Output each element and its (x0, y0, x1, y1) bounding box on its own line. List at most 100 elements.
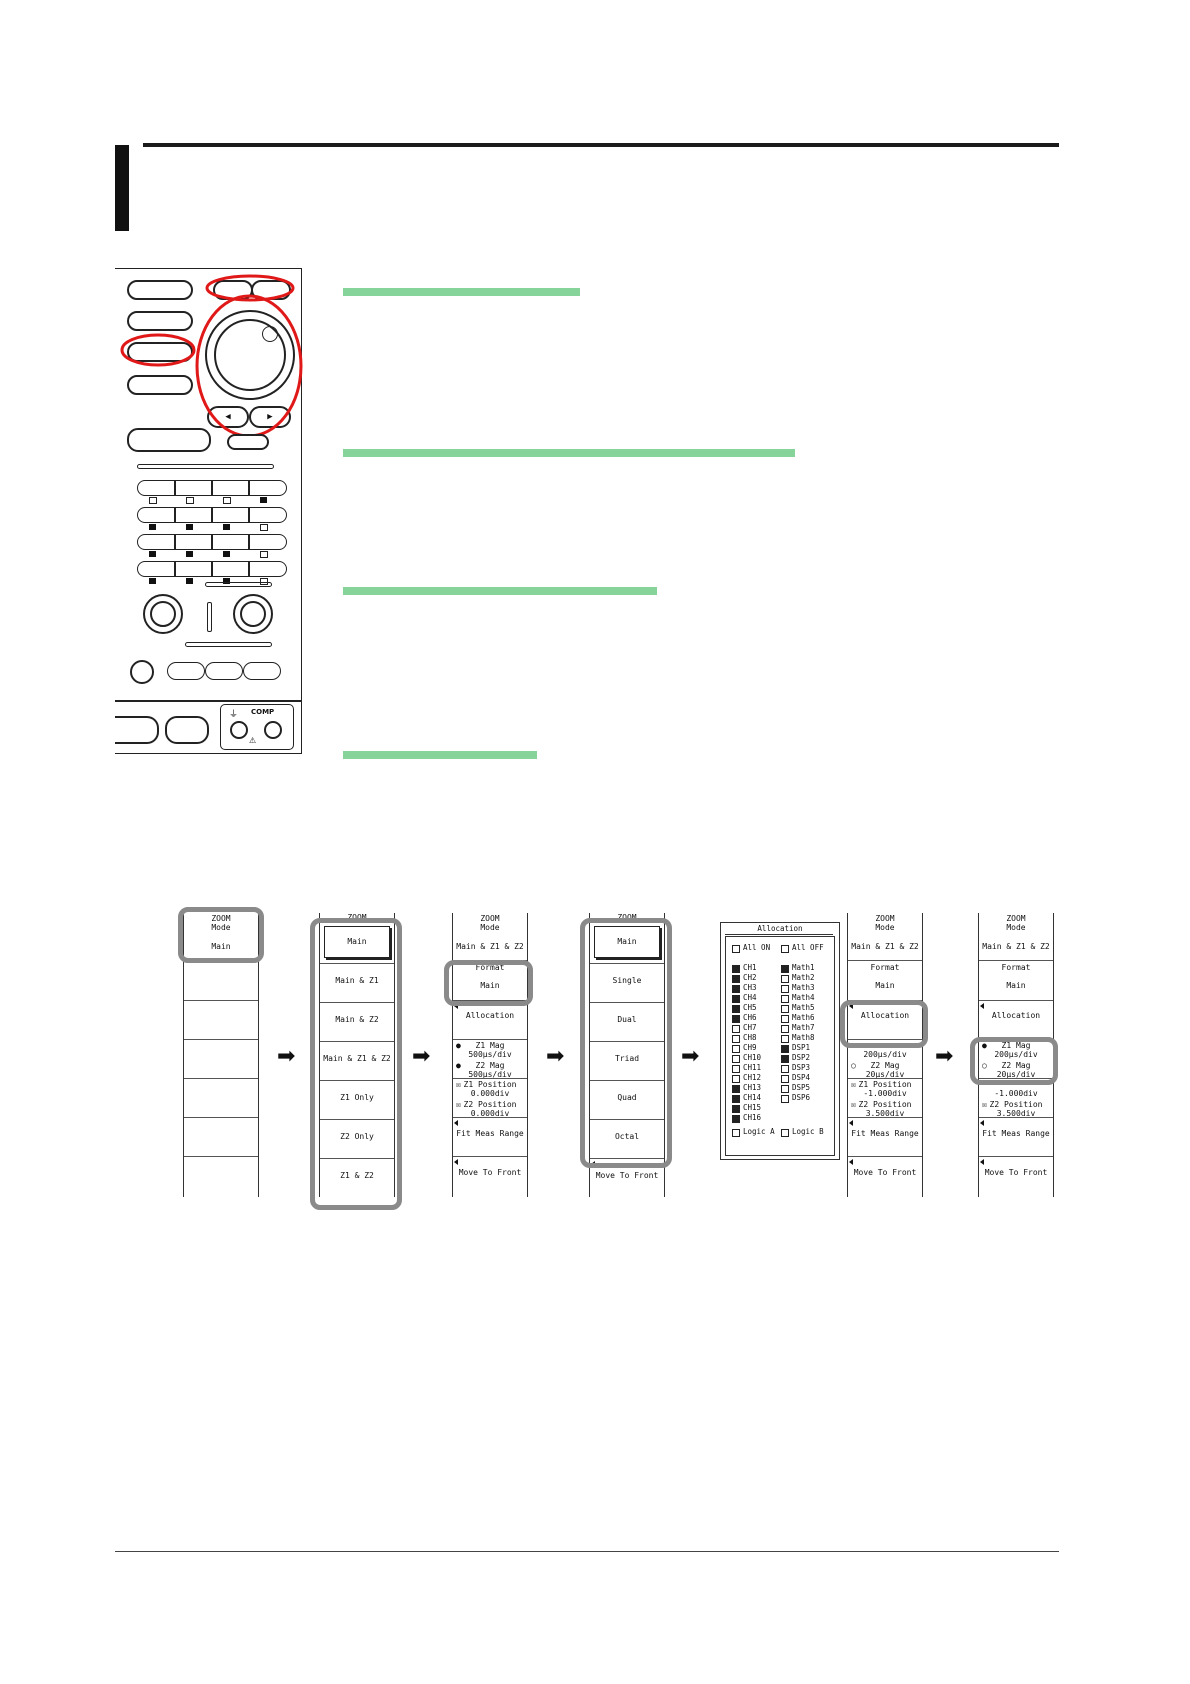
channel-checkbox[interactable] (732, 1085, 740, 1093)
z1-mag-radio[interactable]: ● (456, 1041, 461, 1050)
all-off-checkbox[interactable] (781, 945, 789, 953)
mode-option-main-z1-z2[interactable]: Main & Z1 & Z2 (323, 1054, 391, 1063)
math-label[interactable]: DSP3 (792, 1063, 811, 1072)
math-label[interactable]: Math2 (792, 973, 815, 982)
math-label[interactable]: Math6 (792, 1013, 815, 1022)
mode-value[interactable]: Main & Z1 & Z2 (851, 942, 919, 951)
mode-value[interactable]: Main (211, 942, 231, 951)
format-option-triad[interactable]: Triad (614, 1054, 640, 1063)
channel-label[interactable]: CH15 (743, 1103, 762, 1112)
math-checkbox[interactable] (781, 1075, 789, 1083)
channel-label[interactable]: CH3 (743, 983, 757, 992)
format-option-octal[interactable]: Octal (614, 1132, 640, 1141)
z2-position-check[interactable]: ☒ (456, 1100, 461, 1109)
channel-checkbox[interactable] (732, 1005, 740, 1013)
math-label[interactable]: Math3 (792, 983, 815, 992)
fit-meas-range-key[interactable]: Fit Meas Range (456, 1129, 524, 1138)
math-label[interactable]: DSP4 (792, 1073, 811, 1082)
math-checkbox[interactable] (781, 1035, 789, 1043)
format-value[interactable]: Main (875, 981, 895, 990)
channel-checkbox[interactable] (732, 985, 740, 993)
fit-meas-range-key[interactable]: Fit Meas Range (851, 1129, 919, 1138)
z2-mag-radio[interactable]: ○ (851, 1061, 856, 1070)
z2-mag-radio[interactable]: ○ (982, 1061, 987, 1070)
logic-b-checkbox[interactable] (781, 1129, 789, 1137)
mode-option-main-z1[interactable]: Main & Z1 (335, 976, 379, 985)
z2-position-check[interactable]: ☒ (982, 1100, 987, 1109)
math-checkbox[interactable] (781, 985, 789, 993)
z2-position-check[interactable]: ☒ (851, 1100, 856, 1109)
all-on-checkbox[interactable] (732, 945, 740, 953)
channel-label[interactable]: CH11 (743, 1063, 762, 1072)
logic-a-label[interactable]: Logic A (743, 1127, 775, 1136)
channel-checkbox[interactable] (732, 965, 740, 973)
mode-option-z1-z2[interactable]: Z1 & Z2 (340, 1171, 374, 1180)
math-label[interactable]: Math8 (792, 1033, 815, 1042)
channel-checkbox[interactable] (732, 1075, 740, 1083)
format-value[interactable]: Main (480, 981, 500, 990)
channel-checkbox[interactable] (732, 1115, 740, 1123)
channel-label[interactable]: CH2 (743, 973, 757, 982)
channel-label[interactable]: CH8 (743, 1033, 757, 1042)
channel-label[interactable]: CH13 (743, 1083, 762, 1092)
channel-label[interactable]: CH10 (743, 1053, 762, 1062)
mode-value[interactable]: Main & Z1 & Z2 (456, 942, 524, 951)
allocation-key[interactable]: Allocation (465, 1011, 515, 1020)
mode-option-main[interactable]: Main (347, 937, 367, 946)
format-option-main[interactable]: Main (617, 937, 637, 946)
channel-checkbox[interactable] (732, 1015, 740, 1023)
z1-position-check[interactable]: ☒ (851, 1080, 856, 1089)
math-label[interactable]: DSP6 (792, 1093, 811, 1102)
math-checkbox[interactable] (781, 975, 789, 983)
all-off-label[interactable]: All OFF (792, 943, 824, 952)
move-to-front-key[interactable]: Move To Front (595, 1171, 659, 1180)
math-checkbox[interactable] (781, 1095, 789, 1103)
math-checkbox[interactable] (781, 1025, 789, 1033)
math-label[interactable]: Math7 (792, 1023, 815, 1032)
math-checkbox[interactable] (781, 1085, 789, 1093)
mode-option-z2-only[interactable]: Z2 Only (340, 1132, 374, 1141)
channel-checkbox[interactable] (732, 1025, 740, 1033)
channel-label[interactable]: CH6 (743, 1013, 757, 1022)
math-checkbox[interactable] (781, 1055, 789, 1063)
math-checkbox[interactable] (781, 995, 789, 1003)
channel-label[interactable]: CH5 (743, 1003, 757, 1012)
math-label[interactable]: Math5 (792, 1003, 815, 1012)
math-checkbox[interactable] (781, 965, 789, 973)
math-label[interactable]: DSP5 (792, 1083, 811, 1092)
channel-label[interactable]: CH4 (743, 993, 757, 1002)
z2-mag-radio[interactable]: ● (456, 1061, 461, 1070)
z1-position-check[interactable]: ☒ (456, 1080, 461, 1089)
fit-meas-range-key[interactable]: Fit Meas Range (982, 1129, 1050, 1138)
math-label[interactable]: DSP1 (792, 1043, 811, 1052)
channel-checkbox[interactable] (732, 995, 740, 1003)
channel-label[interactable]: CH12 (743, 1073, 762, 1082)
channel-label[interactable]: CH14 (743, 1093, 762, 1102)
mode-option-main-z2[interactable]: Main & Z2 (335, 1015, 379, 1024)
math-checkbox[interactable] (781, 1065, 789, 1073)
math-label[interactable]: DSP2 (792, 1053, 811, 1062)
all-on-label[interactable]: All ON (743, 943, 771, 952)
channel-checkbox[interactable] (732, 1095, 740, 1103)
allocation-key[interactable]: Allocation (860, 1011, 910, 1020)
move-to-front-key[interactable]: Move To Front (853, 1168, 917, 1177)
logic-a-checkbox[interactable] (732, 1129, 740, 1137)
logic-b-label[interactable]: Logic B (792, 1127, 824, 1136)
format-option-single[interactable]: Single (612, 976, 642, 985)
z1-mag-radio[interactable]: ● (982, 1041, 987, 1050)
math-label[interactable]: Math1 (792, 963, 815, 972)
channel-label[interactable]: CH9 (743, 1043, 757, 1052)
math-checkbox[interactable] (781, 1045, 789, 1053)
channel-checkbox[interactable] (732, 975, 740, 983)
move-to-front-key[interactable]: Move To Front (984, 1168, 1048, 1177)
channel-label[interactable]: CH16 (743, 1113, 762, 1122)
channel-checkbox[interactable] (732, 1035, 740, 1043)
channel-checkbox[interactable] (732, 1055, 740, 1063)
channel-label[interactable]: CH1 (743, 963, 757, 972)
allocation-key[interactable]: Allocation (991, 1011, 1041, 1020)
format-value[interactable]: Main (1006, 981, 1026, 990)
channel-checkbox[interactable] (732, 1105, 740, 1113)
mode-value[interactable]: Main & Z1 & Z2 (982, 942, 1050, 951)
math-checkbox[interactable] (781, 1015, 789, 1023)
channel-label[interactable]: CH7 (743, 1023, 757, 1032)
